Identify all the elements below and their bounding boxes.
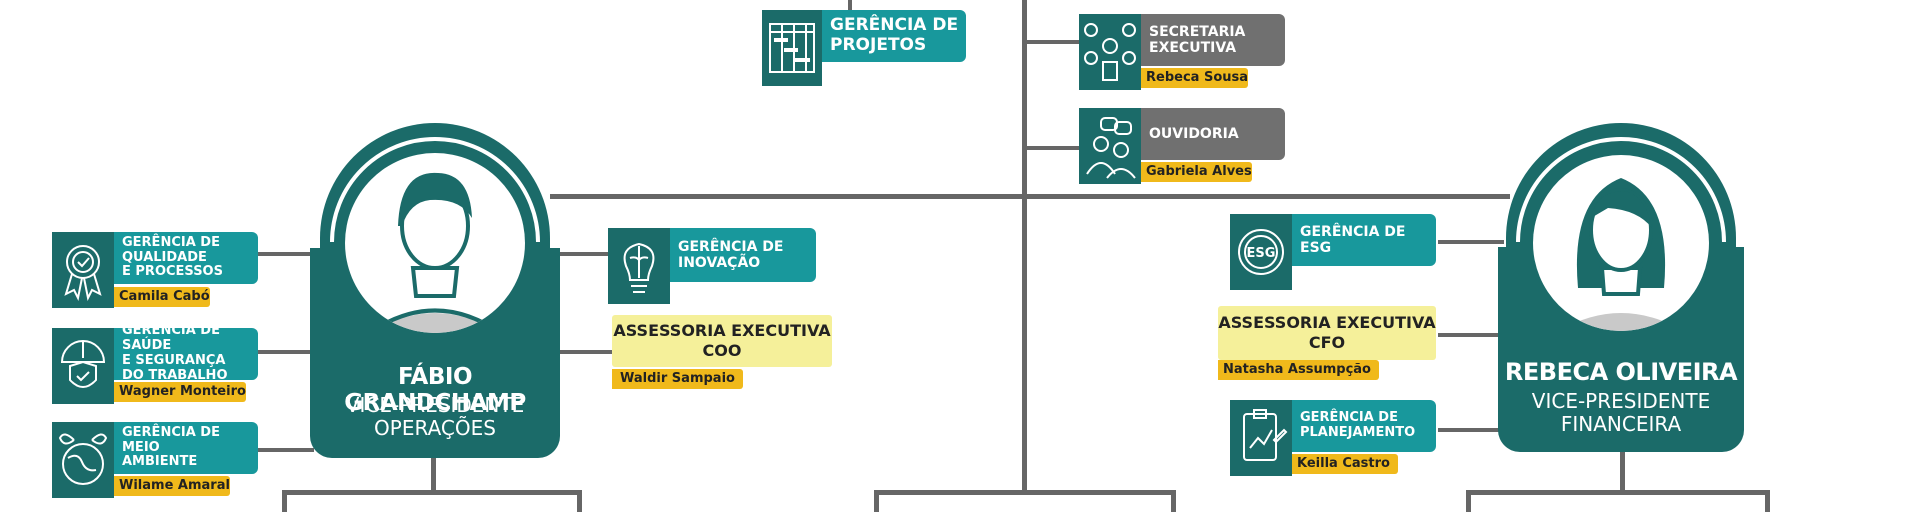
node-label: GERÊNCIA DE ESG	[1300, 223, 1406, 256]
node-label: GERÊNCIA DE PLANEJAMENTO	[1300, 410, 1416, 440]
person-name: Natasha Assumpção	[1218, 360, 1379, 380]
person-name: Keilla Castro	[1292, 454, 1398, 474]
connector-line	[848, 0, 852, 12]
esg-icon: ESG	[1230, 214, 1292, 290]
vp-title: VICE-PRESIDENTE OPERAÇÕES	[345, 393, 525, 440]
node-label: GERÊNCIA DE SAÚDE E SEGURANÇA DO TRABALH…	[122, 323, 228, 383]
connector-line	[258, 252, 314, 256]
admin-icon	[1079, 14, 1141, 90]
person-name: Waldir Sampaio	[612, 369, 743, 389]
person-name: Gabriela Alves	[1141, 162, 1252, 182]
connector-line	[1438, 428, 1504, 432]
node-ouvidoria: OUVIDORIA	[1141, 108, 1285, 160]
connector-line	[282, 490, 582, 495]
node-inovacao: GERÊNCIA DE INOVAÇÃO	[670, 228, 816, 282]
connector-line	[556, 350, 612, 354]
brain-bulb-icon	[608, 228, 670, 304]
vp-name: FÁBIO GRANDCHAMP	[344, 364, 526, 416]
node-secretaria-executiva: SECRETARIA EXECUTIVA	[1141, 14, 1285, 66]
person-name: Wagner Monteiro	[114, 382, 246, 402]
person-name: Rebeca Sousa	[1141, 68, 1249, 88]
connector-line	[431, 458, 436, 492]
svg-text:ESG: ESG	[1247, 246, 1276, 261]
connector-line	[258, 448, 314, 452]
node-label: GERÊNCIA DE MEIO AMBIENTE	[122, 424, 220, 470]
vp-card-right: REBECA OLIVEIRA VICE-PRESIDENTE FINANCEI…	[1498, 118, 1744, 452]
person-name: Camila Cabó	[114, 287, 210, 307]
connector-line	[1438, 240, 1504, 244]
connector-line	[874, 490, 879, 512]
vp-name: REBECA OLIVEIRA	[1504, 358, 1738, 386]
node-label: OUVIDORIA	[1149, 125, 1239, 142]
connector-line	[258, 350, 314, 354]
safety-helmet-icon	[52, 328, 114, 404]
node-qualidade-processos: GERÊNCIA DE QUALIDADE E PROCESSOS	[114, 232, 258, 284]
connector-line	[1466, 490, 1770, 495]
female-avatar-icon	[1506, 123, 1736, 358]
node-assessoria-cfo: ASSESSORIA EXECUTIVA CFO	[1218, 306, 1436, 360]
connector-line	[1171, 490, 1176, 512]
node-meio-ambiente: GERÊNCIA DE MEIO AMBIENTE	[114, 422, 258, 474]
connector-line	[1466, 490, 1471, 512]
vp-title: VICE-PRESIDENTE FINANCEIRA	[1531, 389, 1711, 436]
connector-line	[1620, 452, 1625, 492]
planning-clipboard-icon	[1230, 400, 1292, 476]
vp-card-left: FÁBIO GRANDCHAMP VICE-PRESIDENTE OPERAÇÕ…	[310, 118, 560, 458]
connector-line	[1438, 333, 1504, 337]
node-label: GERÊNCIA DE INOVAÇÃO	[678, 238, 784, 271]
connector-line	[874, 490, 1176, 495]
conversation-icon	[1079, 108, 1141, 184]
node-label: GERÊNCIA DE QUALIDADE E PROCESSOS	[122, 234, 223, 280]
male-avatar-icon	[320, 123, 550, 358]
node-saude-seguranca: GERÊNCIA DE SAÚDE E SEGURANÇA DO TRABALH…	[114, 323, 258, 383]
node-label: ASSESSORIA EXECUTIVA CFO	[1218, 313, 1436, 352]
connector-line	[577, 490, 582, 512]
node-gerencia-projetos: GERÊNCIA DE PROJETOS	[822, 10, 966, 62]
connector-line	[550, 194, 1510, 199]
node-label: ASSESSORIA EXECUTIVA COO	[613, 321, 831, 360]
connector-line	[1025, 40, 1079, 44]
connector-line	[556, 252, 608, 256]
node-label: SECRETARIA EXECUTIVA	[1149, 23, 1246, 56]
node-esg: GERÊNCIA DE ESG	[1292, 214, 1436, 266]
gantt-chart-icon	[762, 10, 822, 86]
globe-leaf-icon	[52, 422, 114, 498]
quality-badge-icon	[52, 232, 114, 308]
connector-line	[282, 490, 287, 512]
node-assessoria-coo: ASSESSORIA EXECUTIVA COO	[612, 315, 832, 367]
node-label: GERÊNCIA DE PROJETOS	[830, 15, 959, 55]
node-planejamento: GERÊNCIA DE PLANEJAMENTO	[1292, 400, 1436, 452]
connector-line	[1765, 490, 1770, 512]
connector-line	[1025, 146, 1079, 150]
connector-line	[1022, 0, 1027, 490]
person-name: Wilame Amaral	[114, 476, 230, 496]
